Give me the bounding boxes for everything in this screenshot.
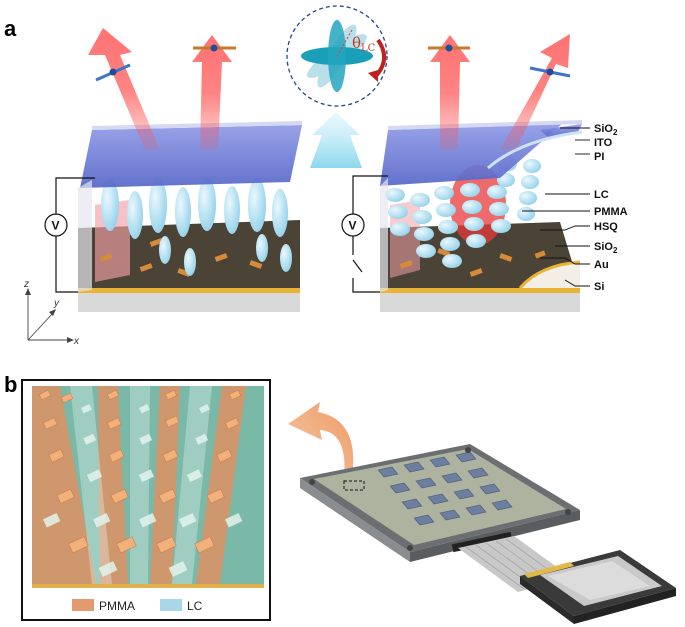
axis-z-label: z xyxy=(23,279,29,290)
right-si-substrate xyxy=(380,292,580,312)
inset-antennas xyxy=(38,389,242,554)
right-polarization-2 xyxy=(529,66,571,78)
axis-y-label: y xyxy=(53,298,60,309)
legend-swatch-pmma xyxy=(72,599,94,611)
label-lc: LC xyxy=(594,189,609,201)
label-pmma: PMMA xyxy=(594,206,628,218)
right-polarization-1 xyxy=(428,44,470,52)
right-voltage-symbol: V xyxy=(349,219,357,233)
right-beam-1 xyxy=(430,35,470,150)
label-au: Au xyxy=(594,259,609,271)
left-voltage-symbol: V xyxy=(52,219,60,233)
label-sio2-top: SiO2 xyxy=(594,123,618,137)
layer-labels: SiO2 ITO PI LC PMMA HSQ SiO2 Au Si xyxy=(594,123,628,293)
chip-device xyxy=(300,444,676,624)
zoom-region-marker xyxy=(343,480,365,491)
left-si-substrate xyxy=(78,292,300,312)
lc-rotation-inset: θLC xyxy=(286,5,388,107)
zoom-cone-arrow xyxy=(310,112,362,168)
label-ito: ITO xyxy=(594,137,613,149)
left-device: V xyxy=(44,28,302,312)
right-device: V xyxy=(341,34,583,312)
left-polarization-1 xyxy=(95,63,131,82)
zoom-arrow-icon xyxy=(288,402,354,478)
legend-label-lc: LC xyxy=(187,599,203,613)
label-hsq: HSQ xyxy=(594,221,618,233)
theta-lc-label: θLC xyxy=(352,34,376,54)
left-circuit: V xyxy=(44,177,95,293)
right-circuit: V xyxy=(341,175,388,293)
right-beam-2 xyxy=(500,34,570,150)
panel-label-a: a xyxy=(4,16,17,41)
legend-swatch-lc xyxy=(160,599,182,611)
left-polarization-2 xyxy=(193,44,236,52)
layer-leaders xyxy=(522,127,590,287)
label-sio2-bottom: SiO2 xyxy=(594,241,618,255)
left-beam-1 xyxy=(88,28,160,150)
legend-label-pmma: PMMA xyxy=(99,599,135,613)
label-si: Si xyxy=(594,281,604,293)
chip-pixels xyxy=(377,451,513,526)
left-lc-molecules xyxy=(101,177,292,276)
axis-x-label: x xyxy=(73,336,80,347)
left-top-glass xyxy=(80,125,302,188)
legend: PMMA LC xyxy=(72,599,203,613)
axis-triad xyxy=(27,292,70,341)
left-beam-2 xyxy=(192,35,232,150)
label-pi: PI xyxy=(594,151,604,163)
inset-metasurface-zoom: PMMA LC xyxy=(21,379,271,621)
panel-label-b: b xyxy=(4,372,17,397)
